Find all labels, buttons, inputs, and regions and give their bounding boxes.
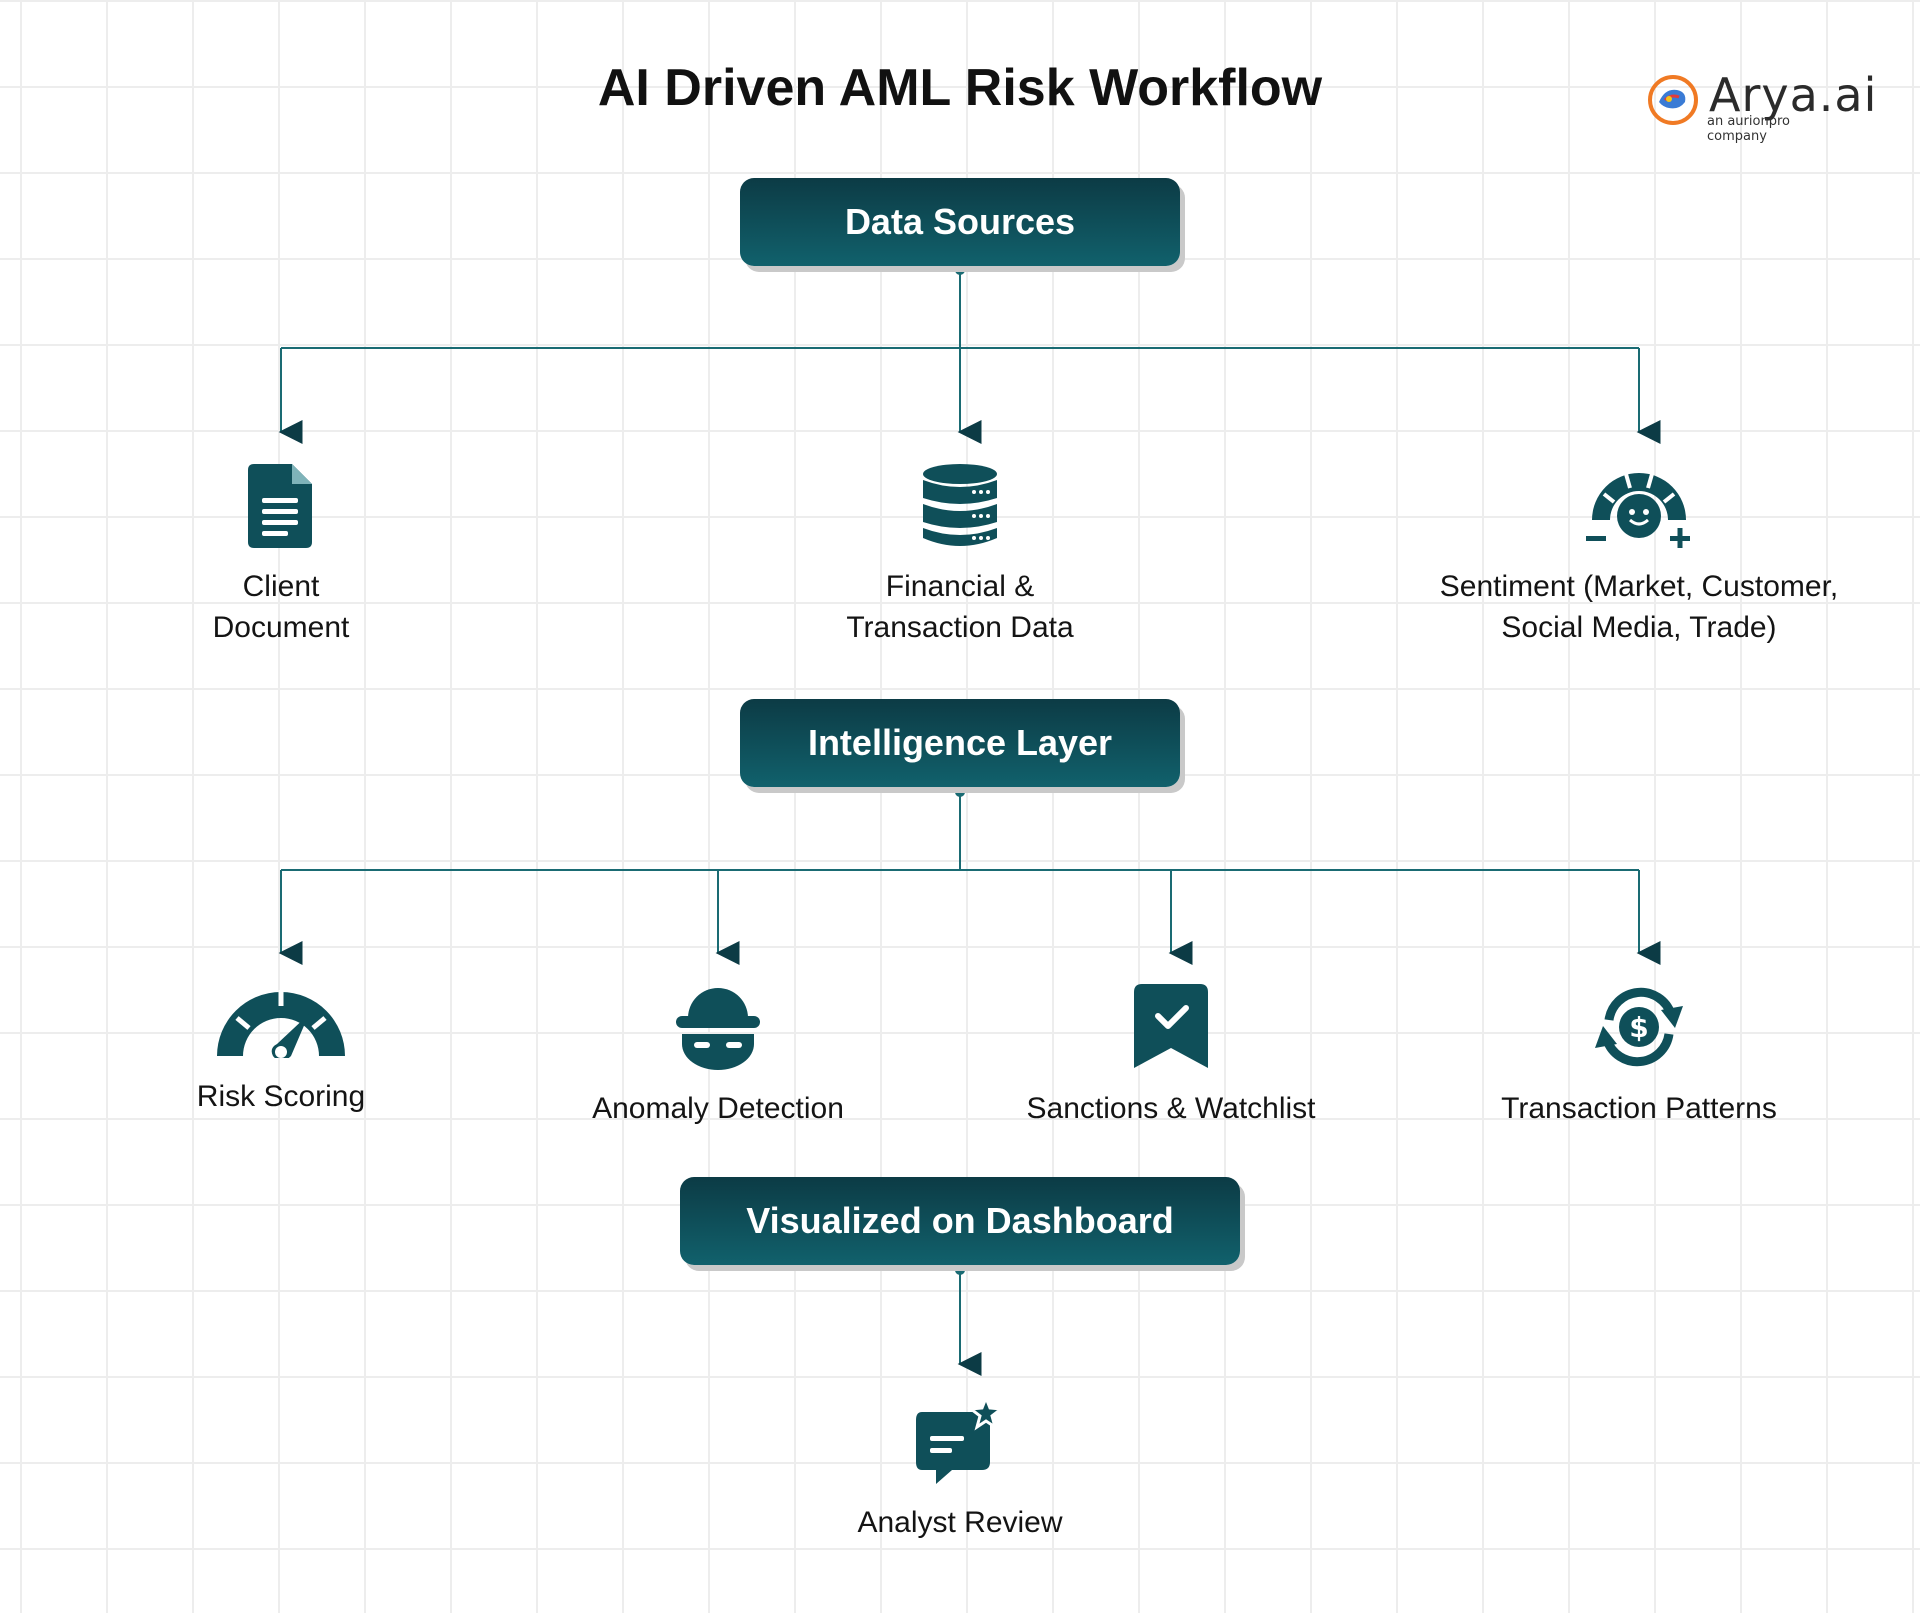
stage-label: Visualized on Dashboard xyxy=(746,1200,1174,1241)
svg-text:$: $ xyxy=(1629,1011,1648,1044)
document-icon xyxy=(248,464,312,548)
stage-label: Data Sources xyxy=(844,201,1076,242)
stage-box-data-sources: Data Sources xyxy=(740,178,1180,266)
node-label: Analyst Review xyxy=(857,1506,1063,1539)
database-icon xyxy=(923,464,997,546)
chat-star-icon xyxy=(916,1398,1004,1484)
stage-box-dashboard: Visualized on Dashboard xyxy=(680,1177,1240,1265)
node-label: Financial & Transaction Data xyxy=(846,570,1074,644)
stage-label: Intelligence Layer xyxy=(807,722,1113,763)
dollar-cycle-icon: $ xyxy=(1595,987,1683,1067)
node-label: Anomaly Detection xyxy=(592,1092,844,1125)
node-label: Client Document xyxy=(212,570,350,644)
node-client-document: Client Document xyxy=(161,464,401,648)
node-label: Transaction Patterns xyxy=(1501,1092,1777,1125)
node-label: Risk Scoring xyxy=(196,1080,366,1113)
node-label: Sanctions & Watchlist xyxy=(1026,1092,1316,1125)
node-label: Sentiment (Market, Customer, Social Medi… xyxy=(1439,570,1839,644)
node-risk-scoring: Risk Scoring xyxy=(131,984,431,1117)
stage-box-intelligence-layer: Intelligence Layer xyxy=(740,699,1180,787)
node-anomaly-detection: Anomaly Detection xyxy=(558,984,878,1129)
node-analyst-review: Analyst Review xyxy=(820,1398,1100,1543)
checked-ribbon-icon xyxy=(1134,984,1208,1068)
logo-tagline: an aurionpro company xyxy=(1707,114,1790,144)
node-sentiment: Sentiment (Market, Customer, Social Medi… xyxy=(1409,464,1869,648)
sentiment-gauge-icon xyxy=(1586,473,1690,548)
brand-logo: Arya.ai an aurionpro company xyxy=(1645,68,1876,144)
node-sanctions-watchlist: Sanctions & Watchlist xyxy=(1001,984,1341,1129)
node-transaction-patterns: $ Transaction Patterns xyxy=(1474,984,1804,1129)
page-title: AI Driven AML Risk Workflow xyxy=(597,59,1323,117)
node-financial-transaction-data: Financial & Transaction Data xyxy=(800,464,1120,648)
arya-logo-icon xyxy=(1648,75,1698,125)
masked-bandit-icon xyxy=(676,988,760,1070)
logo-name: Arya.ai xyxy=(1709,68,1878,122)
speedometer-icon xyxy=(217,990,345,1058)
